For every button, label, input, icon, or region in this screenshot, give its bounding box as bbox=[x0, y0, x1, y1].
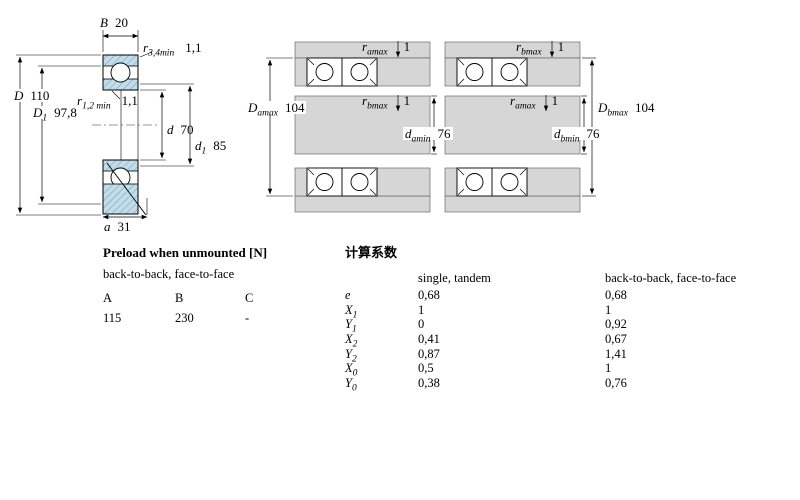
factor-symbol: X2 bbox=[345, 332, 358, 350]
bearing-cross-section-drawing bbox=[16, 30, 194, 220]
factor-value-single: 0 bbox=[418, 317, 425, 332]
dim-symbol: B bbox=[100, 15, 108, 30]
dim-value: 31 bbox=[117, 219, 131, 234]
dim-value: 1 bbox=[403, 39, 411, 54]
preload-value-b: 230 bbox=[175, 311, 194, 325]
dim-label-B: B 20 bbox=[100, 16, 128, 29]
mounting-drawing-a bbox=[266, 41, 437, 213]
dim-value: 20 bbox=[114, 15, 128, 30]
dim-label-D1: D1 97,8 bbox=[31, 105, 79, 124]
dim-symbol: ramax bbox=[362, 39, 388, 58]
preload-header-c: C bbox=[245, 291, 254, 305]
dim-label-ramax-b: ramax 1 bbox=[510, 93, 559, 112]
factor-value-single: 0,5 bbox=[418, 361, 434, 376]
factor-value-paired: 1,41 bbox=[605, 346, 627, 361]
dim-symbol: D1 bbox=[33, 105, 48, 124]
factor-symbol: Y0 bbox=[345, 376, 357, 394]
dim-symbol: d bbox=[167, 122, 174, 137]
factors-body: e 0,68 0,68 X1 1 1 Y1 0 0,92 X2 0,41 0,67 Y2 0,87… bbox=[345, 288, 627, 394]
factor-row-y1: Y1 0 0,92 bbox=[345, 317, 627, 335]
dim-value: 70 bbox=[180, 122, 194, 137]
preload-title: Preload when unmounted [N] bbox=[103, 245, 268, 260]
dim-label-ramax-a: ramax 1 bbox=[362, 39, 411, 58]
dim-symbol: D bbox=[14, 88, 24, 103]
dim-value: 97,8 bbox=[54, 105, 77, 120]
dim-label-damin: damin 76 bbox=[403, 126, 453, 145]
dim-value: 104 bbox=[284, 100, 305, 115]
factor-row-y0: Y0 0,38 0,76 bbox=[345, 376, 627, 394]
factors-col1-header: single, tandem bbox=[418, 271, 491, 285]
dim-value: 1,1 bbox=[185, 40, 202, 55]
factor-value-paired: 0,68 bbox=[605, 288, 627, 302]
factors-col2-header: back-to-back, face-to-face bbox=[605, 271, 737, 285]
dim-symbol: Damax bbox=[248, 100, 278, 119]
dim-symbol: rbmax bbox=[516, 39, 542, 58]
dim-value: 1 bbox=[557, 39, 565, 54]
dim-label-dbmin: dbmin 76 bbox=[552, 126, 602, 145]
dim-symbol: a bbox=[104, 219, 111, 234]
dim-label-Dbmax: Dbmax 104 bbox=[598, 100, 655, 119]
factor-value-paired: 0,67 bbox=[605, 332, 627, 347]
factor-symbol: e bbox=[345, 288, 351, 302]
dim-label-r12: r1,2 min 1,1 bbox=[77, 93, 138, 112]
factor-value-paired: 0,92 bbox=[605, 317, 627, 332]
dim-value: 104 bbox=[634, 100, 655, 115]
dim-label-r34: r3,4min 1,1 bbox=[143, 40, 202, 59]
dim-label-Damax: Damax 104 bbox=[246, 100, 307, 119]
factor-row-x1: X1 1 1 bbox=[345, 302, 627, 321]
dim-label-a: a 31 bbox=[104, 220, 131, 233]
dim-value: 1,1 bbox=[121, 93, 138, 108]
preload-value-a: 115 bbox=[103, 311, 122, 325]
factor-value-single: 0,38 bbox=[418, 376, 440, 391]
preload-subtitle: back-to-back, face-to-face bbox=[103, 267, 235, 281]
factors-header-row: single, tandem back-to-back, face-to-face bbox=[345, 271, 736, 285]
dim-symbol: Dbmax bbox=[598, 100, 628, 119]
dim-value: 85 bbox=[213, 138, 227, 153]
dim-symbol: r1,2 min bbox=[77, 93, 111, 112]
factor-row-x2: X2 0,41 0,67 bbox=[345, 332, 627, 350]
dim-symbol: ramax bbox=[510, 93, 536, 112]
preload-header-b: B bbox=[175, 291, 184, 305]
dim-symbol: rbmax bbox=[362, 93, 388, 112]
factor-row-e: e 0,68 0,68 bbox=[345, 288, 627, 303]
technical-drawings bbox=[16, 30, 596, 220]
factor-row-y2: Y2 0,87 1,41 bbox=[345, 346, 627, 365]
preload-header-row: A B C bbox=[103, 291, 253, 305]
factor-value-paired: 1 bbox=[605, 361, 612, 376]
factor-symbol: Y2 bbox=[345, 346, 357, 365]
dim-label-D: D 110 bbox=[12, 88, 52, 103]
preload-value-row: 115 230 - bbox=[103, 311, 249, 325]
factor-value-single: 0,68 bbox=[418, 288, 440, 302]
dim-value: 1 bbox=[551, 93, 559, 108]
dim-symbol: damin bbox=[405, 126, 431, 145]
dim-label-rbmax-b: rbmax 1 bbox=[516, 39, 565, 58]
dim-symbol: d1 bbox=[195, 138, 207, 157]
factor-row-x0: X0 0,5 1 bbox=[345, 361, 627, 379]
factor-value-single: 1 bbox=[418, 302, 425, 317]
factors-title: 计算系数 bbox=[345, 245, 398, 260]
factor-value-paired: 0,76 bbox=[605, 376, 627, 391]
factor-symbol: Y1 bbox=[345, 317, 357, 335]
dim-value: 1 bbox=[403, 93, 411, 108]
factor-symbol: X1 bbox=[345, 302, 358, 321]
dim-symbol: dbmin bbox=[554, 126, 580, 145]
preload-value-c: - bbox=[245, 311, 250, 325]
dim-label-d: d 70 bbox=[167, 123, 194, 136]
dim-symbol: r3,4min bbox=[143, 40, 175, 59]
factor-value-single: 0,41 bbox=[418, 332, 440, 347]
dim-value: 76 bbox=[437, 126, 451, 141]
factor-value-paired: 1 bbox=[605, 302, 612, 317]
dim-value: 76 bbox=[586, 126, 600, 141]
dim-label-rbmax-a: rbmax 1 bbox=[362, 93, 411, 112]
factor-symbol: X0 bbox=[345, 361, 358, 379]
dim-value: 110 bbox=[30, 88, 50, 103]
factor-value-single: 0,87 bbox=[418, 346, 440, 361]
preload-header-a: A bbox=[103, 291, 113, 305]
dim-label-d1: d1 85 bbox=[195, 138, 227, 157]
